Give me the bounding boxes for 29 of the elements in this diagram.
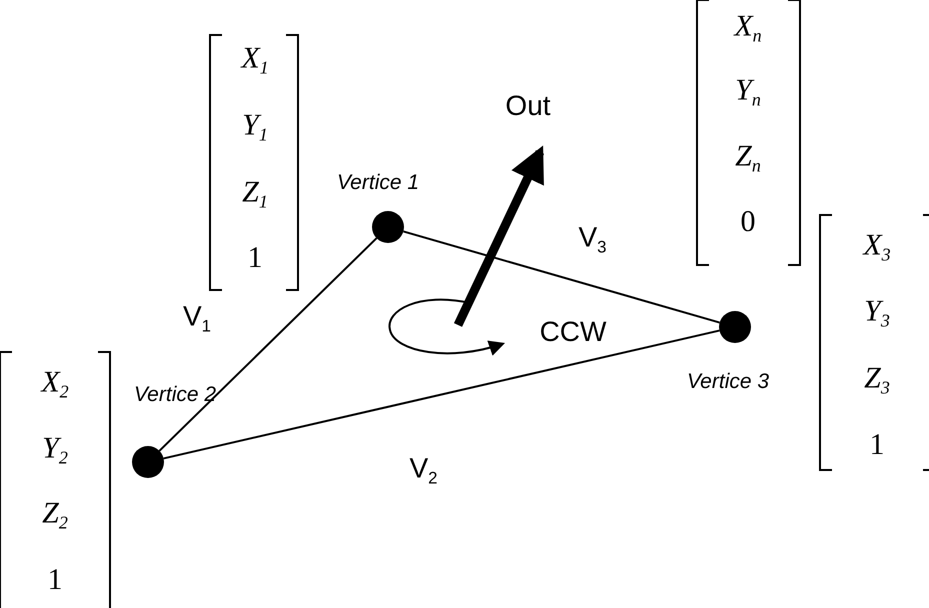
triangle-edge <box>158 237 378 452</box>
matrix-entry: X$_{1}$ <box>241 43 269 77</box>
matrix-entry: X$_{2}$ <box>41 367 69 401</box>
matrix-entry: 1 <box>248 243 262 273</box>
vertex-label: Vertice 3 <box>686 370 770 394</box>
triangle-edge <box>163 330 720 460</box>
edge-label: V$_{2}$ <box>409 454 438 487</box>
vertex-label: Vertice 1 <box>336 171 420 195</box>
vertex-dot <box>719 311 751 343</box>
matrix-entry: Z$_{n}$ <box>735 141 761 175</box>
matrix-entry: Y$_{2}$ <box>42 433 68 467</box>
matrix-entry: X$_{n}$ <box>734 11 762 45</box>
matrix-entry: 1 <box>870 430 884 460</box>
rotation-label: CCW <box>540 318 606 346</box>
matrix-entry: X$_{3}$ <box>863 230 891 264</box>
vertex-dot <box>372 211 404 243</box>
matrix-entry: Y$_{3}$ <box>864 296 890 330</box>
matrix-entry: Z$_{2}$ <box>42 498 68 532</box>
triangle-edge <box>403 230 720 324</box>
matrix-entry: Z$_{3}$ <box>864 363 890 397</box>
edge-label: V$_{3}$ <box>578 224 607 256</box>
edge-label: V$_{1}$ <box>182 302 212 335</box>
vertex-dot <box>132 446 164 478</box>
matrix-entry: Z$_{1}$ <box>242 177 268 211</box>
vector-label: Out <box>505 92 551 120</box>
matrix-entry: Y$_{n}$ <box>735 75 761 109</box>
matrix-entry: 1 <box>48 565 62 595</box>
matrix-entry: 0 <box>740 207 756 237</box>
matrix-entry: Y$_{1}$ <box>242 110 268 144</box>
